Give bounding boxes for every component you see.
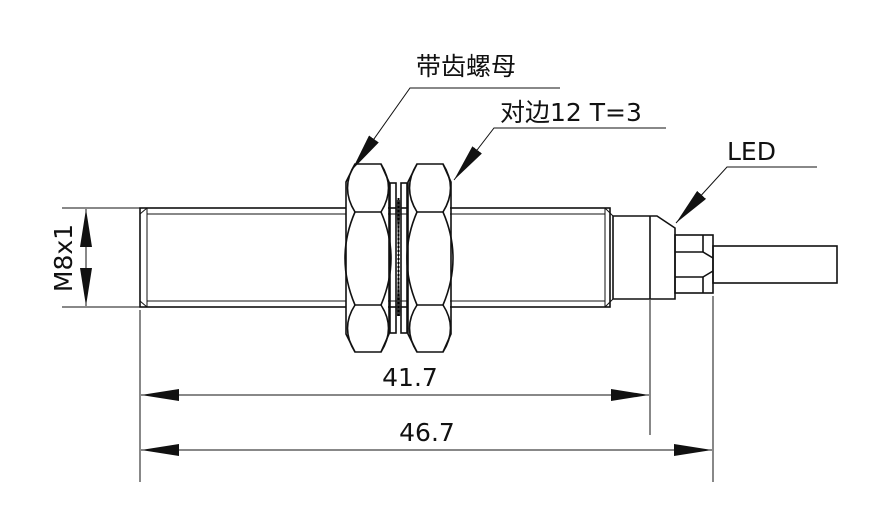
cable xyxy=(712,245,838,284)
led-label: LED xyxy=(727,137,776,166)
thread-label: M8x1 xyxy=(49,224,78,292)
led-leader xyxy=(675,166,817,224)
total-length-value: 46.7 xyxy=(399,418,455,447)
cable-connector xyxy=(674,234,714,294)
nut-leader xyxy=(351,87,560,171)
across-flats-label: 对边12 T=3 xyxy=(500,98,642,127)
nut-left xyxy=(344,163,392,353)
rear-housing xyxy=(612,215,676,300)
nut-label: 带齿螺母 xyxy=(416,52,516,81)
thread-dimension xyxy=(62,207,140,308)
extension-lines xyxy=(139,296,714,482)
across-flats-leader xyxy=(453,127,666,181)
toothed-washers xyxy=(389,182,408,334)
nut-right xyxy=(406,163,454,353)
body-length-value: 41.7 xyxy=(382,363,438,392)
